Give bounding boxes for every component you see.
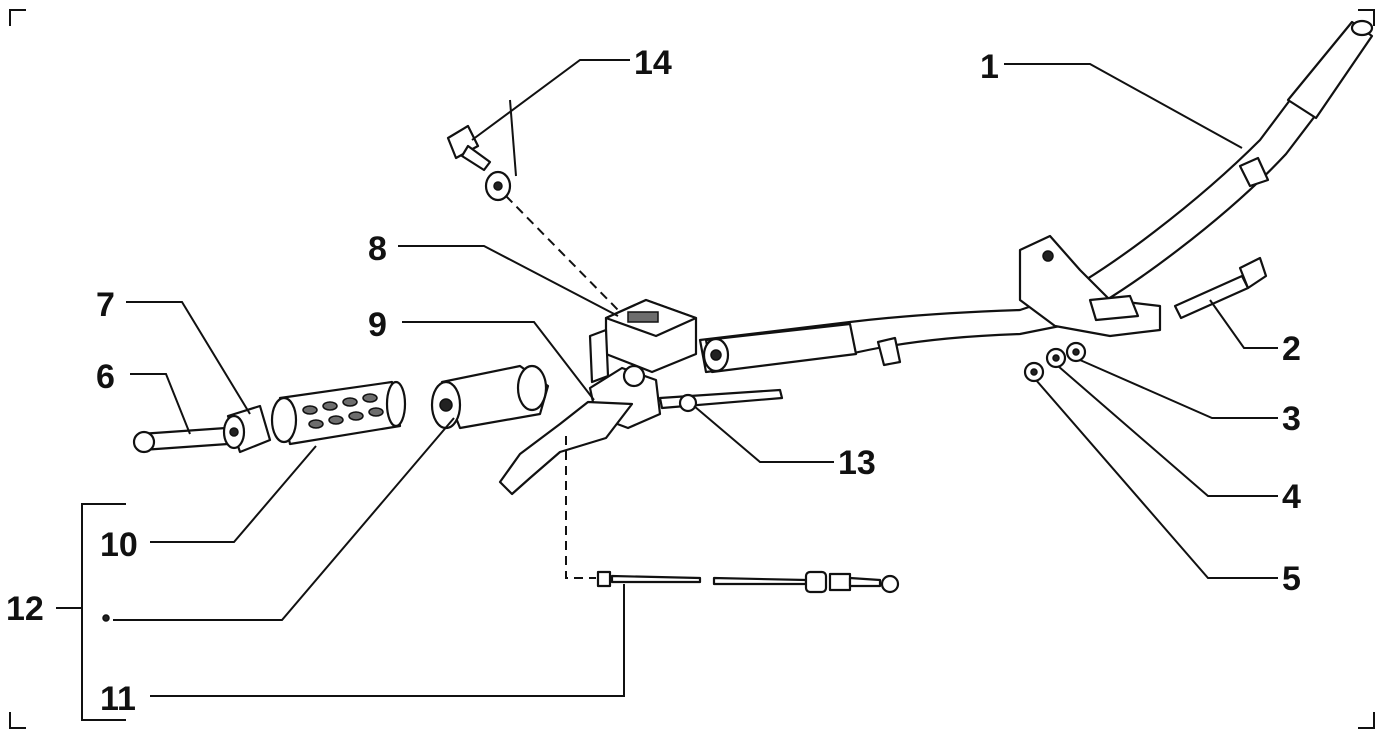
callout-1: 1 (980, 48, 999, 86)
assembly-line-14 (505, 195, 621, 313)
callout-6: 6 (96, 358, 115, 396)
callout-2: 2 (1282, 330, 1301, 368)
callout-13: 13 (838, 444, 876, 482)
assembly-line-11 (565, 436, 596, 579)
rubber-grip (270, 380, 407, 446)
brake-cable (596, 570, 900, 594)
leader-lines (113, 59, 1278, 697)
bar-end-weight (132, 426, 230, 454)
brake-lever (498, 364, 784, 496)
frame-corners (9, 9, 1375, 729)
group-dot (102, 614, 110, 622)
callout-5: 5 (1282, 560, 1301, 598)
group-bracket (81, 503, 126, 721)
callout-4: 4 (1282, 478, 1301, 516)
callout-3: 3 (1282, 400, 1301, 438)
callout-7: 7 (96, 286, 115, 324)
callout-11: 11 (100, 680, 136, 718)
left-grip-tube (430, 364, 550, 430)
callout-12: 12 (6, 590, 44, 628)
spacer (222, 404, 272, 454)
callout-14: 14 (634, 44, 672, 82)
callout-labels: 1 2 3 4 5 6 7 8 9 10 11 12 13 14 (6, 44, 1301, 718)
callout-9: 9 (368, 306, 387, 344)
screw-and-clamp (446, 124, 512, 202)
callout-10: 10 (100, 526, 138, 564)
washers (1023, 341, 1087, 383)
callout-8: 8 (368, 230, 387, 268)
bolt (1173, 256, 1268, 320)
handlebar-tube (698, 19, 1374, 374)
